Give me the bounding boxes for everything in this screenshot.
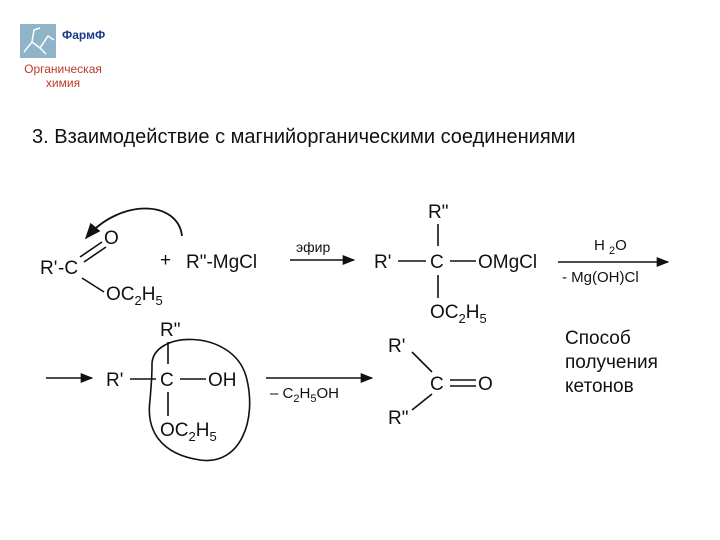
ketone-upper-bond	[411, 351, 433, 373]
ester-r1-label: R'	[40, 258, 57, 279]
condition-ethanol-label: – C2H5OH	[270, 385, 339, 405]
plus-sign: +	[160, 250, 171, 271]
hemiketal-r1-label: R'	[106, 370, 123, 391]
hemiketal-r2-label: R"	[160, 320, 180, 341]
logo-name: ФармФ	[62, 28, 106, 42]
note-line3: кетонов	[565, 376, 634, 397]
ester-double-bond	[79, 241, 103, 258]
ketone-r2-label: R"	[388, 408, 408, 429]
grignard-reagent-label: R"-MgCl	[186, 252, 257, 273]
intermediate-omgcl-label: OMgCl	[478, 252, 537, 273]
hemiketal-oh-label: OH	[208, 370, 237, 391]
hemiketal-ethoxy-label: OC2H5	[160, 420, 217, 444]
intermediate-r2-label: R"	[428, 202, 448, 223]
pharm-logo-icon	[20, 24, 56, 58]
ester-carbon-label: -C	[58, 258, 78, 279]
condition-ether-label: эфир	[296, 239, 330, 255]
intermediate-r1-label: R'	[374, 252, 391, 273]
ketone-r1-label: R'	[388, 336, 405, 357]
logo-subject-line1: Органическая	[24, 62, 102, 76]
ester-oxygen-label: O	[104, 228, 119, 249]
ketone-carbon-label: C	[430, 374, 444, 395]
ester-ethoxy-label: OC2H5	[106, 284, 163, 308]
elimination-highlight-loop	[148, 338, 251, 462]
note-line2: получения	[565, 352, 658, 373]
intermediate-carbon-label: C	[430, 252, 444, 273]
ester-double-bond-2	[83, 246, 107, 263]
page-title: 3. Взаимодействие с магнийорганическими …	[32, 126, 576, 148]
condition-water-label: H 2O	[594, 237, 627, 257]
logo-subject: Органическая химия	[8, 62, 118, 90]
ketone-oxygen-label: O	[478, 374, 493, 395]
condition-mgohcl-label: - Mg(OH)Cl	[562, 269, 639, 286]
logo-subject-line2: химия	[45, 76, 81, 90]
attack-arrow	[84, 207, 183, 240]
ketone-lower-bond	[411, 393, 433, 411]
note-line1: Способ	[565, 328, 631, 349]
hemiketal-carbon-label: C	[160, 370, 174, 391]
intermediate-ethoxy-label: OC2H5	[430, 302, 487, 326]
ester-single-bond	[81, 277, 105, 293]
